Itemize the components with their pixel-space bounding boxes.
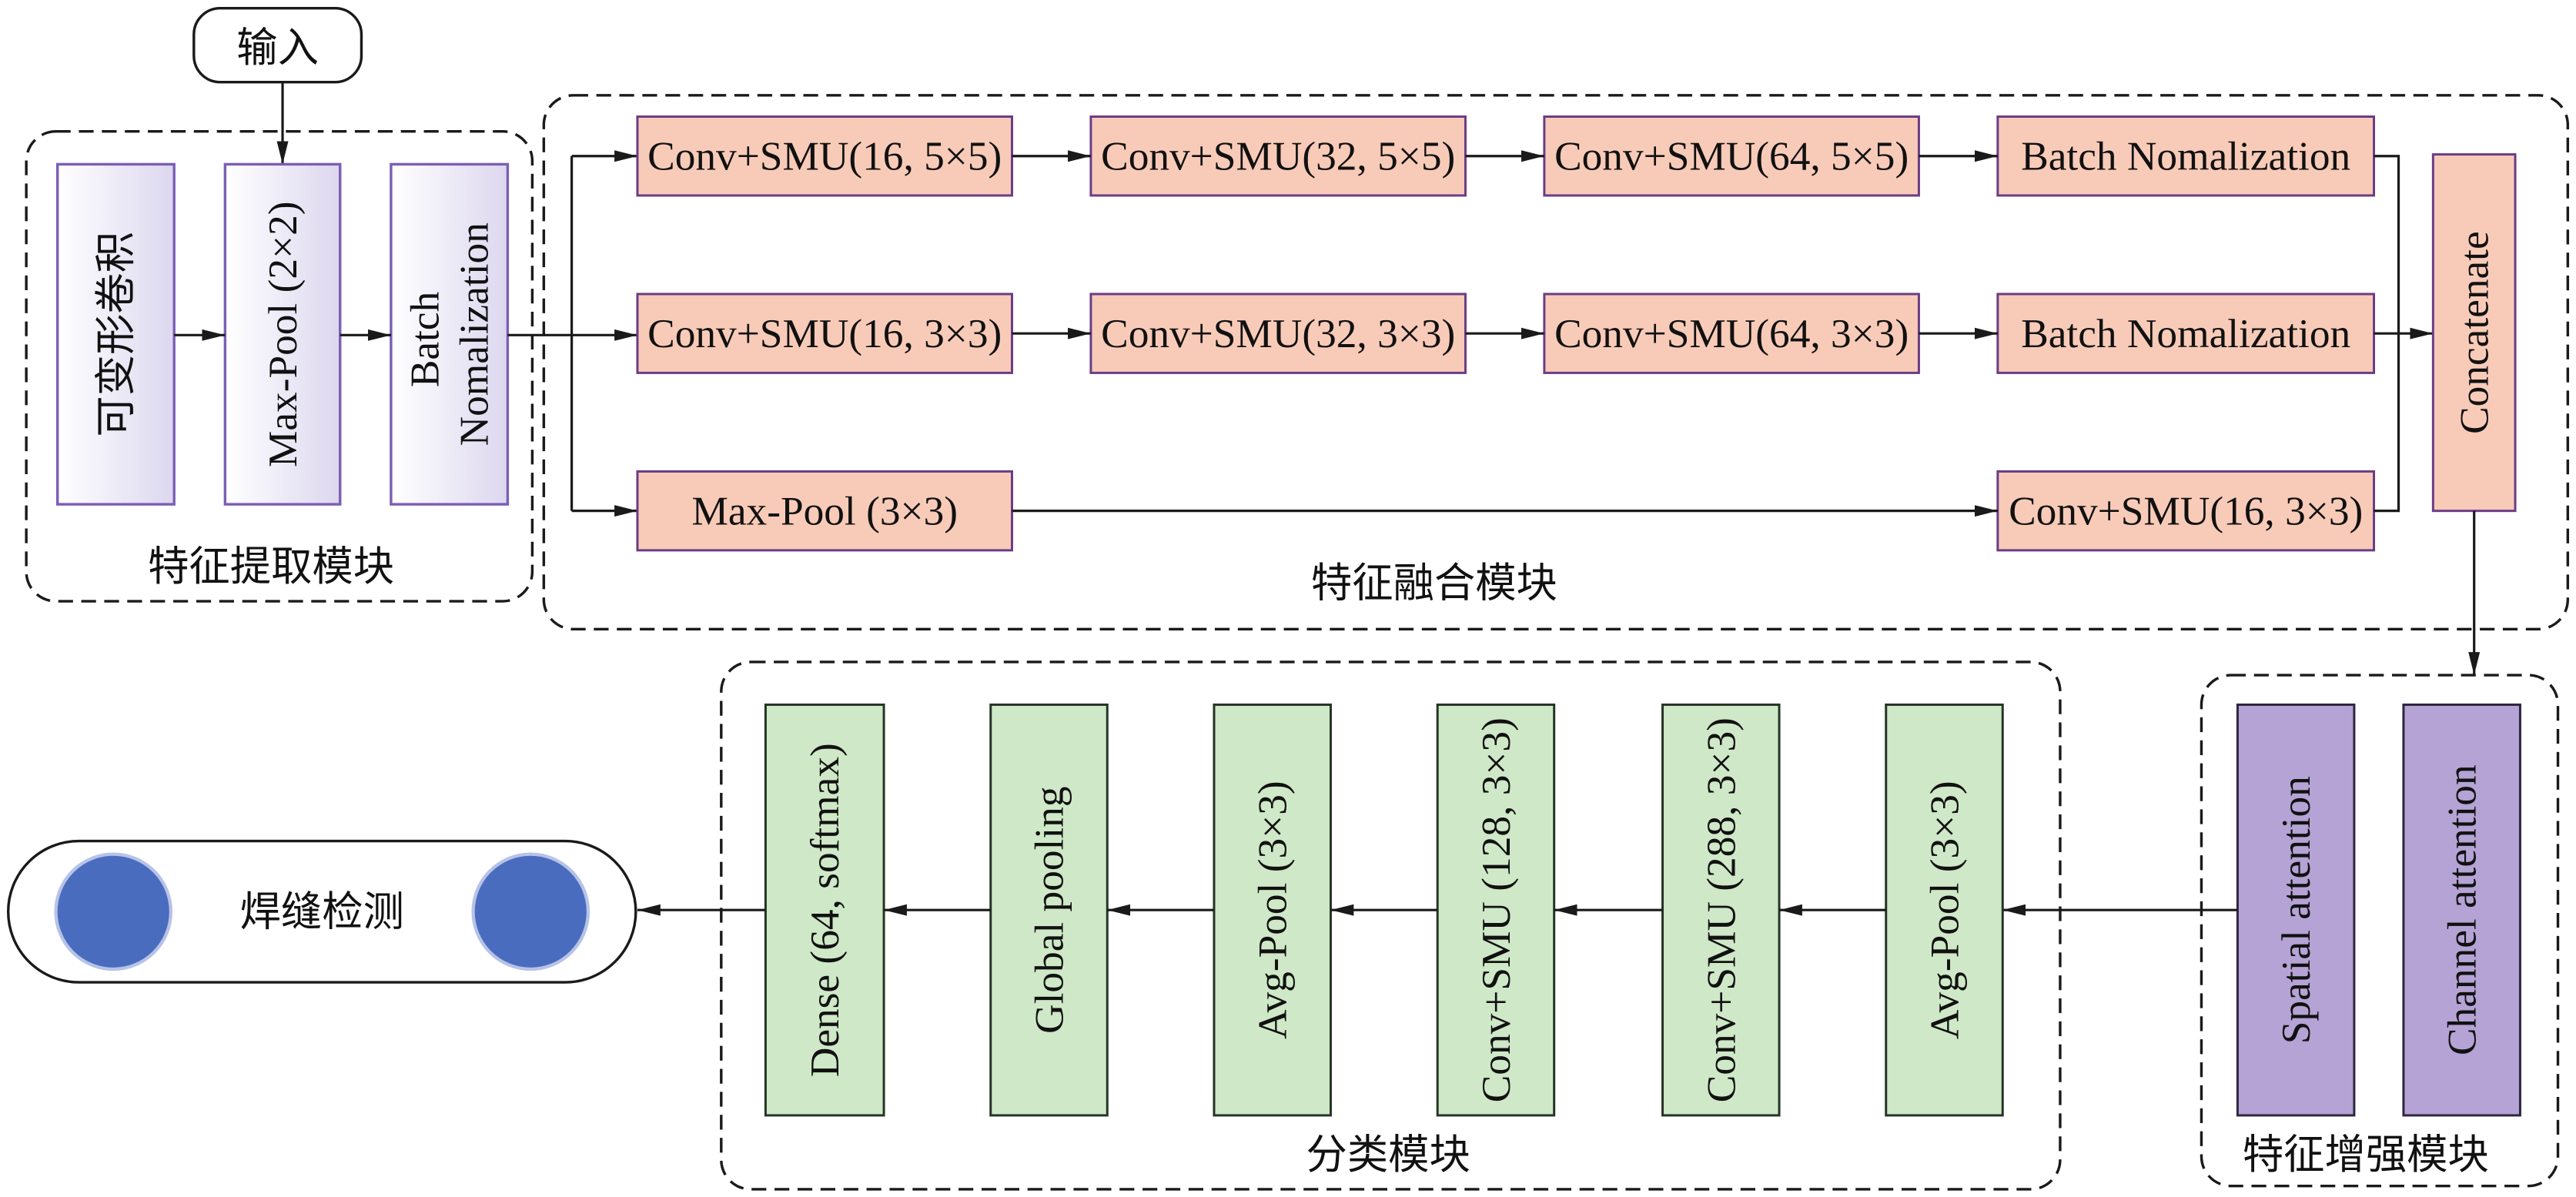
branch-5x5-label-4: Batch Nomalization xyxy=(2021,133,2350,179)
branch-pool-label-1: Max-Pool (3×3) xyxy=(691,488,958,534)
concatenate-label: Concatenate xyxy=(2451,231,2497,434)
branch-3x3-label-1: Conv+SMU(16, 3×3) xyxy=(647,310,1002,356)
branch-3x3-label-3: Conv+SMU(64, 3×3) xyxy=(1554,310,1909,356)
branch-3x3-label-4: Batch Nomalization xyxy=(2021,310,2350,356)
conv-smu-288-label: Conv+SMU (288, 3×3) xyxy=(1698,717,1744,1102)
output-right-circle xyxy=(471,852,590,971)
feature-enhancement-module: Spatial attention Channel attention 特征增强… xyxy=(2200,674,2560,1188)
feature-fusion-module: Conv+SMU(16, 5×5) Conv+SMU(32, 5×5) Conv… xyxy=(542,94,2570,631)
maxpool-2x2-label: Max-Pool (2×2) xyxy=(259,201,306,467)
feature-enhancement-module-border xyxy=(2200,674,2560,1188)
branch-5x5-block-1 xyxy=(636,115,1013,197)
classification-module-border xyxy=(720,660,2062,1191)
feature-extraction-module: 可变形卷积 Max-Pool (2×2) Batch Nomalization … xyxy=(25,130,534,603)
branch-5x5-block-2 xyxy=(1089,115,1467,197)
avgpool-block-1 xyxy=(1885,703,2004,1117)
classification-module: Dense (64, softmax) Global pooling Avg-P… xyxy=(720,660,2062,1191)
avgpool-block-2 xyxy=(1213,703,1332,1117)
feature-enhancement-module-label: 特征增强模块 xyxy=(2243,1132,2489,1178)
concatenate-block xyxy=(2431,153,2517,513)
branch-pool-label-2: Conv+SMU(16, 3×3) xyxy=(2009,488,2363,534)
dense-softmax-block xyxy=(764,703,885,1117)
global-pooling-label: Global pooling xyxy=(1026,786,1072,1033)
branch-3x3-block-3 xyxy=(1543,293,1920,374)
dense-softmax-label: Dense (64, softmax) xyxy=(801,743,848,1077)
batch-norm-label-line-2: Nomalization xyxy=(451,222,497,446)
deformable-conv-block xyxy=(55,162,176,506)
deformable-conv-label: 可变形卷积 xyxy=(92,232,139,437)
channel-attention-block xyxy=(2402,703,2521,1117)
output-node: 焊缝检测 xyxy=(6,839,637,984)
classification-module-label: 分类模块 xyxy=(1306,1132,1470,1178)
branch-5x5-block-4 xyxy=(1996,115,2376,197)
branch-3x3-block-4 xyxy=(1996,293,2376,374)
channel-attention-label: Channel attention xyxy=(2439,764,2485,1055)
batch-norm-label-line-1: Batch xyxy=(402,292,448,387)
branch-3x3-label-2: Conv+SMU(32, 3×3) xyxy=(1101,310,1455,356)
input-node: 输入 xyxy=(192,6,363,84)
output-node-box xyxy=(6,839,637,984)
avgpool-label-2: Avg-Pool (3×3) xyxy=(1250,781,1296,1039)
feature-extraction-module-border xyxy=(25,130,534,603)
global-pooling-block xyxy=(989,703,1109,1117)
conv-smu-128-block xyxy=(1436,703,1556,1117)
spatial-attention-block xyxy=(2236,703,2356,1117)
batch-norm-label: Batch Nomalization xyxy=(402,222,497,446)
feature-extraction-module-label: 特征提取模块 xyxy=(148,543,394,590)
branch-pool-block-2 xyxy=(1996,470,2376,552)
output-label: 焊缝检测 xyxy=(240,888,404,935)
branch-3x3-block-2 xyxy=(1089,293,1467,374)
branch-pool-block-1 xyxy=(636,470,1013,552)
input-node-box xyxy=(192,6,363,84)
output-left-circle xyxy=(54,852,173,971)
branch-5x5-label-1: Conv+SMU(16, 5×5) xyxy=(647,133,1002,179)
branch-3x3-block-1 xyxy=(636,293,1013,374)
batch-norm-block xyxy=(390,162,510,506)
input-label: 输入 xyxy=(236,25,319,71)
spatial-attention-label: Spatial attention xyxy=(2273,776,2319,1044)
feature-fusion-module-label: 特征融合模块 xyxy=(1311,560,1557,607)
avgpool-label-1: Avg-Pool (3×3) xyxy=(1922,781,1968,1039)
conv-smu-288-block xyxy=(1661,703,1781,1117)
conv-smu-128-label: Conv+SMU (128, 3×3) xyxy=(1473,717,1519,1102)
branch-5x5-label-3: Conv+SMU(64, 5×5) xyxy=(1554,133,1909,179)
branch-5x5-label-2: Conv+SMU(32, 5×5) xyxy=(1101,133,1455,179)
branch-5x5-block-3 xyxy=(1543,115,1920,197)
